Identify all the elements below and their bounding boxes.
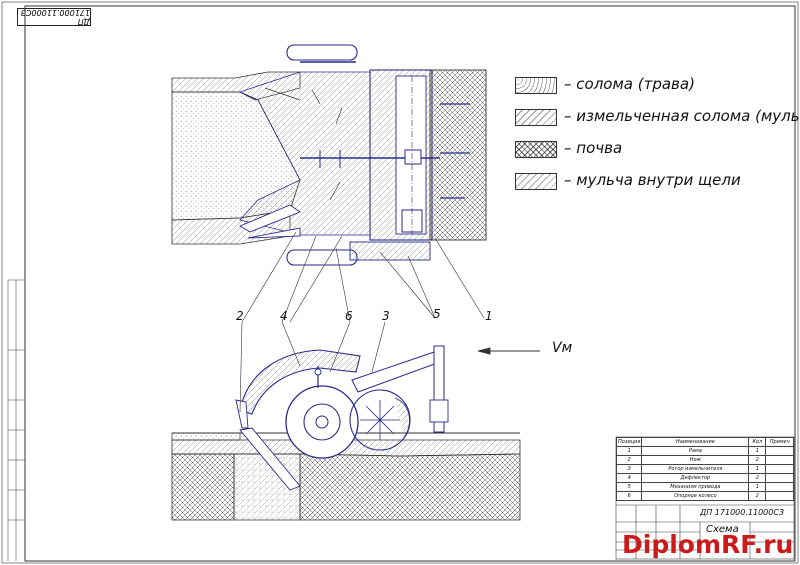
cell: 6 [615, 491, 643, 501]
cell: Опорное колесо [641, 491, 750, 501]
cell: 2 [748, 473, 767, 483]
cell: 5 [615, 482, 643, 492]
cell [765, 446, 794, 456]
legend-swatch-straw [515, 77, 557, 94]
legend-label-soil: – почва [564, 139, 623, 157]
cell: 1 [748, 446, 767, 456]
cell: Дефлектор [641, 473, 750, 483]
legend-label-straw: – солома (трава) [564, 75, 695, 93]
cell: Механизм привода [641, 482, 750, 492]
table-row: 3 Ротор измельчителя 1 [615, 464, 794, 474]
legend-label-mulch: – измельченная солома (мульча) [564, 107, 800, 125]
table-row: 4 Дефлектор 2 [615, 473, 794, 483]
cell: 3 [615, 464, 643, 474]
side-view [171, 345, 521, 521]
cell: Рама [641, 446, 750, 456]
velocity-arrow [477, 347, 540, 355]
spec-header-pos: Позиция [615, 437, 643, 447]
cell: 1 [748, 464, 767, 474]
cell: 2 [748, 455, 767, 465]
support-wheel-top [286, 44, 358, 61]
callout-1: 1 [485, 309, 493, 323]
cell: 4 [615, 473, 643, 483]
doc-code-rotated: ДП 171000.11000СЗ [17, 8, 91, 26]
cell: Нож [641, 455, 750, 465]
cell [765, 491, 794, 501]
deflector-region [238, 71, 371, 236]
table-row: 1 Рама 1 [615, 446, 794, 456]
legend-swatch-soil [515, 141, 557, 158]
callout-3: 3 [382, 309, 390, 323]
legend-swatch-slit-mulch [515, 173, 557, 190]
cell [765, 455, 794, 465]
callout-2: 2 [236, 309, 244, 323]
spec-header-note: Примеч [765, 437, 794, 447]
cell: Ротор измельчителя [641, 464, 750, 474]
watermark-logo: DiplomRF.ru [622, 530, 794, 559]
callout-5: 5 [433, 307, 441, 321]
support-wheel-bottom [286, 249, 358, 266]
cell [765, 482, 794, 492]
leader-lines [239, 231, 485, 413]
cell: 2 [748, 491, 767, 501]
cell: 1 [748, 482, 767, 492]
surface-straw-layer [171, 432, 241, 441]
cell [765, 464, 794, 474]
callout-4: 4 [280, 309, 288, 323]
cell: 1 [615, 446, 643, 456]
title-block-doc-code: ДП 171000.11000СЗ [700, 508, 785, 517]
spec-header-name: Наименование [641, 437, 750, 447]
spec-header-qty: Кол [748, 437, 767, 447]
soil-block [429, 69, 487, 241]
velocity-label: Vм [552, 340, 573, 356]
deflector-hood [239, 349, 361, 415]
legend-swatch-mulch [515, 109, 557, 126]
spec-header-row: Позиция Наименование Кол Примеч [615, 437, 794, 447]
plan-view [171, 44, 487, 266]
legend-label-slit-mulch: – мульча внутри щели [564, 171, 741, 189]
cell: 2 [615, 455, 643, 465]
table-row: 6 Опорное колесо 2 [615, 491, 794, 501]
table-row: 2 Нож 2 [615, 455, 794, 465]
table-row: 5 Механизм привода 1 [615, 482, 794, 492]
title-block-title: Схема [706, 524, 739, 535]
callout-6: 6 [345, 309, 353, 323]
spec-table: Позиция Наименование Кол Примеч 1 Рама 1… [615, 437, 794, 501]
cell [765, 473, 794, 483]
